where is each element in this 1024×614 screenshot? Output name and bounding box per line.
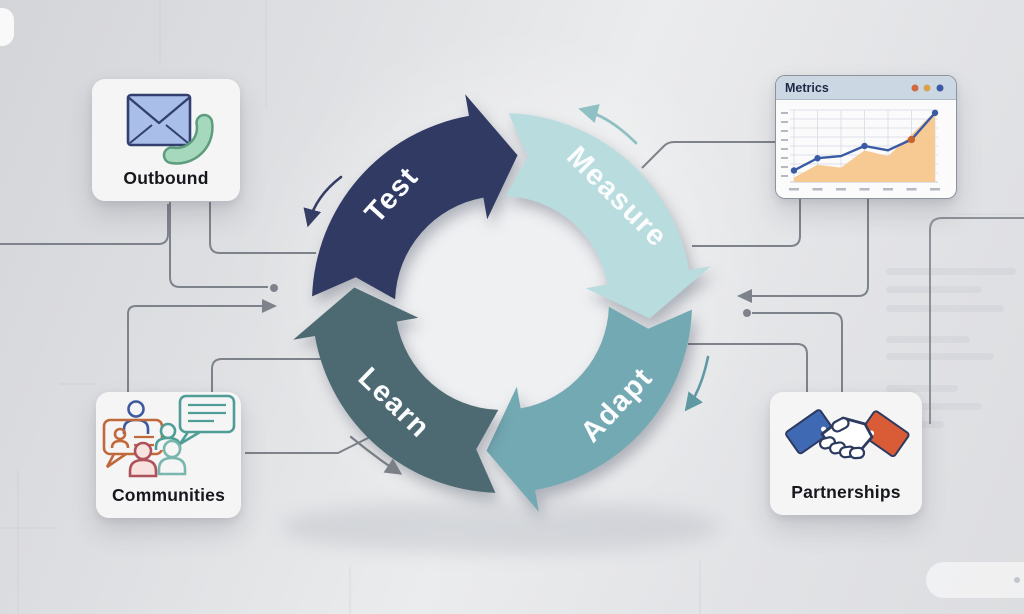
chart-series: [790, 109, 939, 182]
connector-outbound-down-dot: [169, 202, 268, 288]
connector-partnerships-to-cycle: [688, 343, 808, 392]
connector-metrics-arrow: [750, 197, 869, 297]
person-icon: [157, 439, 187, 476]
metrics-window-titlebar: Metrics: [776, 76, 956, 100]
cycle-ring: Test Measure Adapt Learn: [293, 94, 711, 512]
chart-axis-tick-marks: [781, 112, 940, 191]
ghost-dot-icon: [1014, 577, 1020, 583]
communities-label: Communities: [111, 485, 226, 505]
segment-adapt: [486, 306, 692, 512]
segment-learn: [293, 287, 499, 493]
window-dot-icon: [923, 84, 931, 91]
curved-arrow-icon: [349, 435, 403, 475]
connector-dot-to-partnerships: [752, 312, 843, 392]
connector-endpoints: [262, 284, 752, 317]
partnerships-label: Partnerships: [791, 482, 901, 502]
connector-left-edge-to-outbound: [0, 204, 169, 245]
card-communities: Communities: [96, 392, 241, 518]
curved-arrow-icon: [303, 175, 343, 228]
phone-icon: [162, 113, 214, 165]
segment-measure: [505, 113, 711, 319]
communities-icon-group: [102, 394, 236, 478]
metrics-chart: [776, 100, 953, 196]
ghost-toolbar: [926, 562, 1024, 598]
connector-cycle-to-metrics: [641, 141, 777, 169]
person-icon: [122, 400, 150, 434]
endpoint-dot: [270, 284, 278, 292]
cycle-shadow: [280, 500, 720, 554]
chat-bubble-icon: [178, 394, 236, 446]
connector-communities-arrow: [127, 305, 262, 392]
ghost-text-block: [886, 268, 1016, 428]
envelope-icon: [126, 93, 192, 147]
endpoint-arrowhead-right: [262, 299, 277, 313]
connector-right-edge: [929, 217, 1024, 424]
segment-test: [312, 94, 518, 300]
window-dot-icon: [911, 84, 919, 91]
window-dot-icon: [936, 84, 944, 91]
edge-pill-decoration: [0, 8, 14, 46]
connector-metrics-to-cycle: [692, 197, 801, 247]
window-dots: [907, 83, 947, 93]
outbound-label: Outbound: [123, 168, 209, 188]
card-partnerships: Partnerships: [770, 392, 922, 515]
cycle-inner-disc: [396, 197, 608, 409]
connector-communities-to-cycle: [211, 358, 342, 392]
person-icon: [128, 441, 158, 478]
handshake-icon: [785, 409, 910, 460]
card-metrics: Metrics: [775, 75, 957, 199]
endpoint-arrowhead-left: [737, 289, 752, 303]
connector-communities-right: [245, 436, 371, 454]
outbound-icon-group: [126, 93, 214, 165]
motion-arrows: [303, 104, 710, 475]
curved-arrow-icon: [684, 355, 710, 412]
curved-arrow-icon: [578, 104, 638, 145]
metrics-title: Metrics: [785, 80, 829, 95]
partnerships-icon-group: [785, 409, 910, 460]
connector-outbound-to-cycle: [209, 202, 316, 254]
endpoint-dot: [743, 309, 751, 317]
chat-bubble-icon: [102, 418, 164, 469]
card-outbound: Outbound: [92, 79, 240, 201]
